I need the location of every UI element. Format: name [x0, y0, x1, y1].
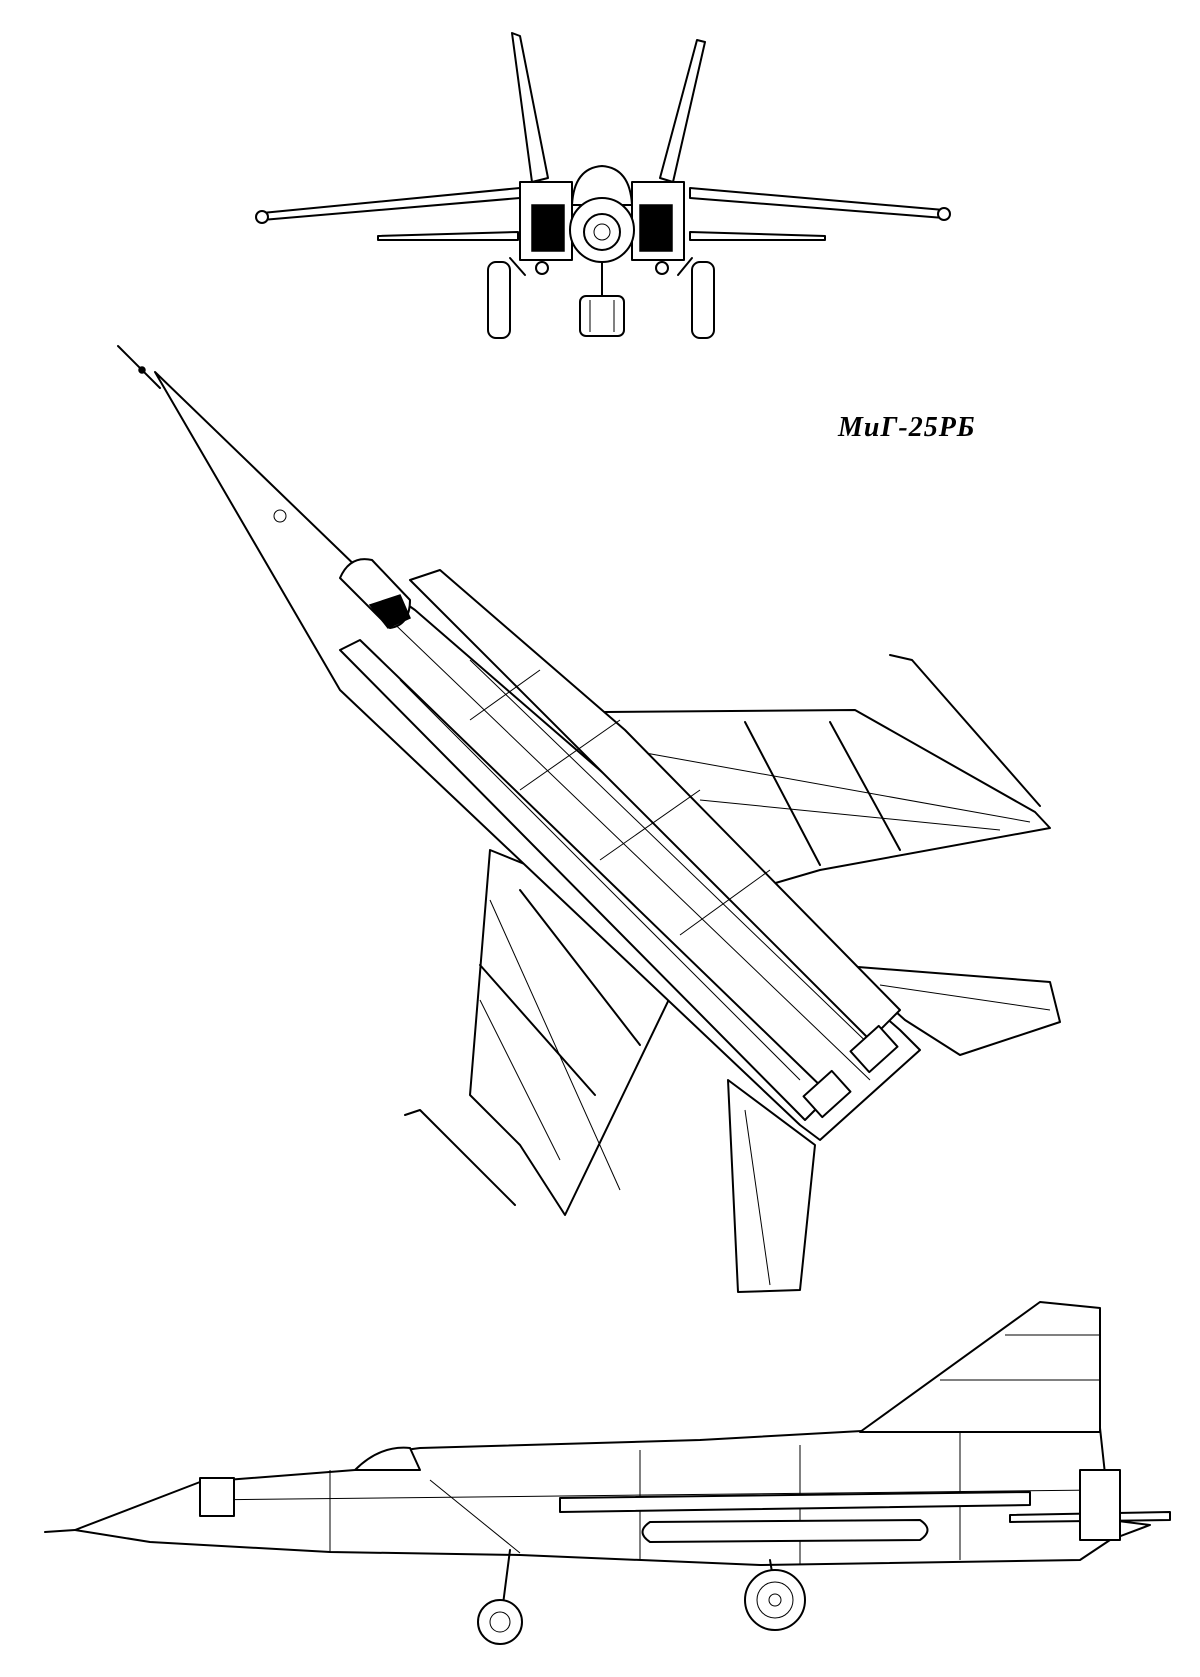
top-right-nozzle [849, 1024, 899, 1074]
front-view [255, 32, 951, 339]
side-view [44, 1301, 1171, 1645]
side-vertical-fin [859, 1301, 1101, 1433]
top-right-intake-body [409, 569, 901, 1041]
top-left-nozzle [802, 1069, 852, 1119]
aircraft-designation-label: МиГ-25РБ [838, 412, 976, 443]
front-radome [583, 213, 621, 251]
top-canopy-dark [368, 594, 411, 629]
side-canopy [354, 1446, 421, 1471]
front-left-main-gear [487, 261, 511, 339]
front-right-wingtip [937, 207, 951, 221]
front-left-wingtip [255, 210, 269, 224]
front-left-wing [261, 187, 521, 221]
front-right-intake-opening [639, 204, 673, 252]
front-left-intake-opening [531, 204, 565, 252]
front-nose-gear [579, 295, 625, 337]
side-exhaust [1079, 1469, 1121, 1541]
top-view [117, 345, 1061, 1293]
side-nose-wheel [477, 1599, 523, 1645]
side-pitot [44, 1529, 76, 1533]
front-left-fin [511, 32, 549, 183]
top-pitot [117, 345, 161, 389]
front-right-wing [689, 187, 945, 219]
front-canopy [571, 165, 633, 206]
side-ventral-store [641, 1519, 929, 1543]
top-left-stabilizer [727, 1079, 816, 1293]
side-main-wheel [744, 1569, 806, 1631]
side-access-panel [199, 1477, 235, 1517]
front-right-main-gear [691, 261, 715, 339]
side-wing [559, 1491, 1031, 1513]
front-right-stabilizer [689, 231, 826, 241]
front-right-fin [659, 39, 706, 183]
front-left-stabilizer [377, 231, 519, 241]
